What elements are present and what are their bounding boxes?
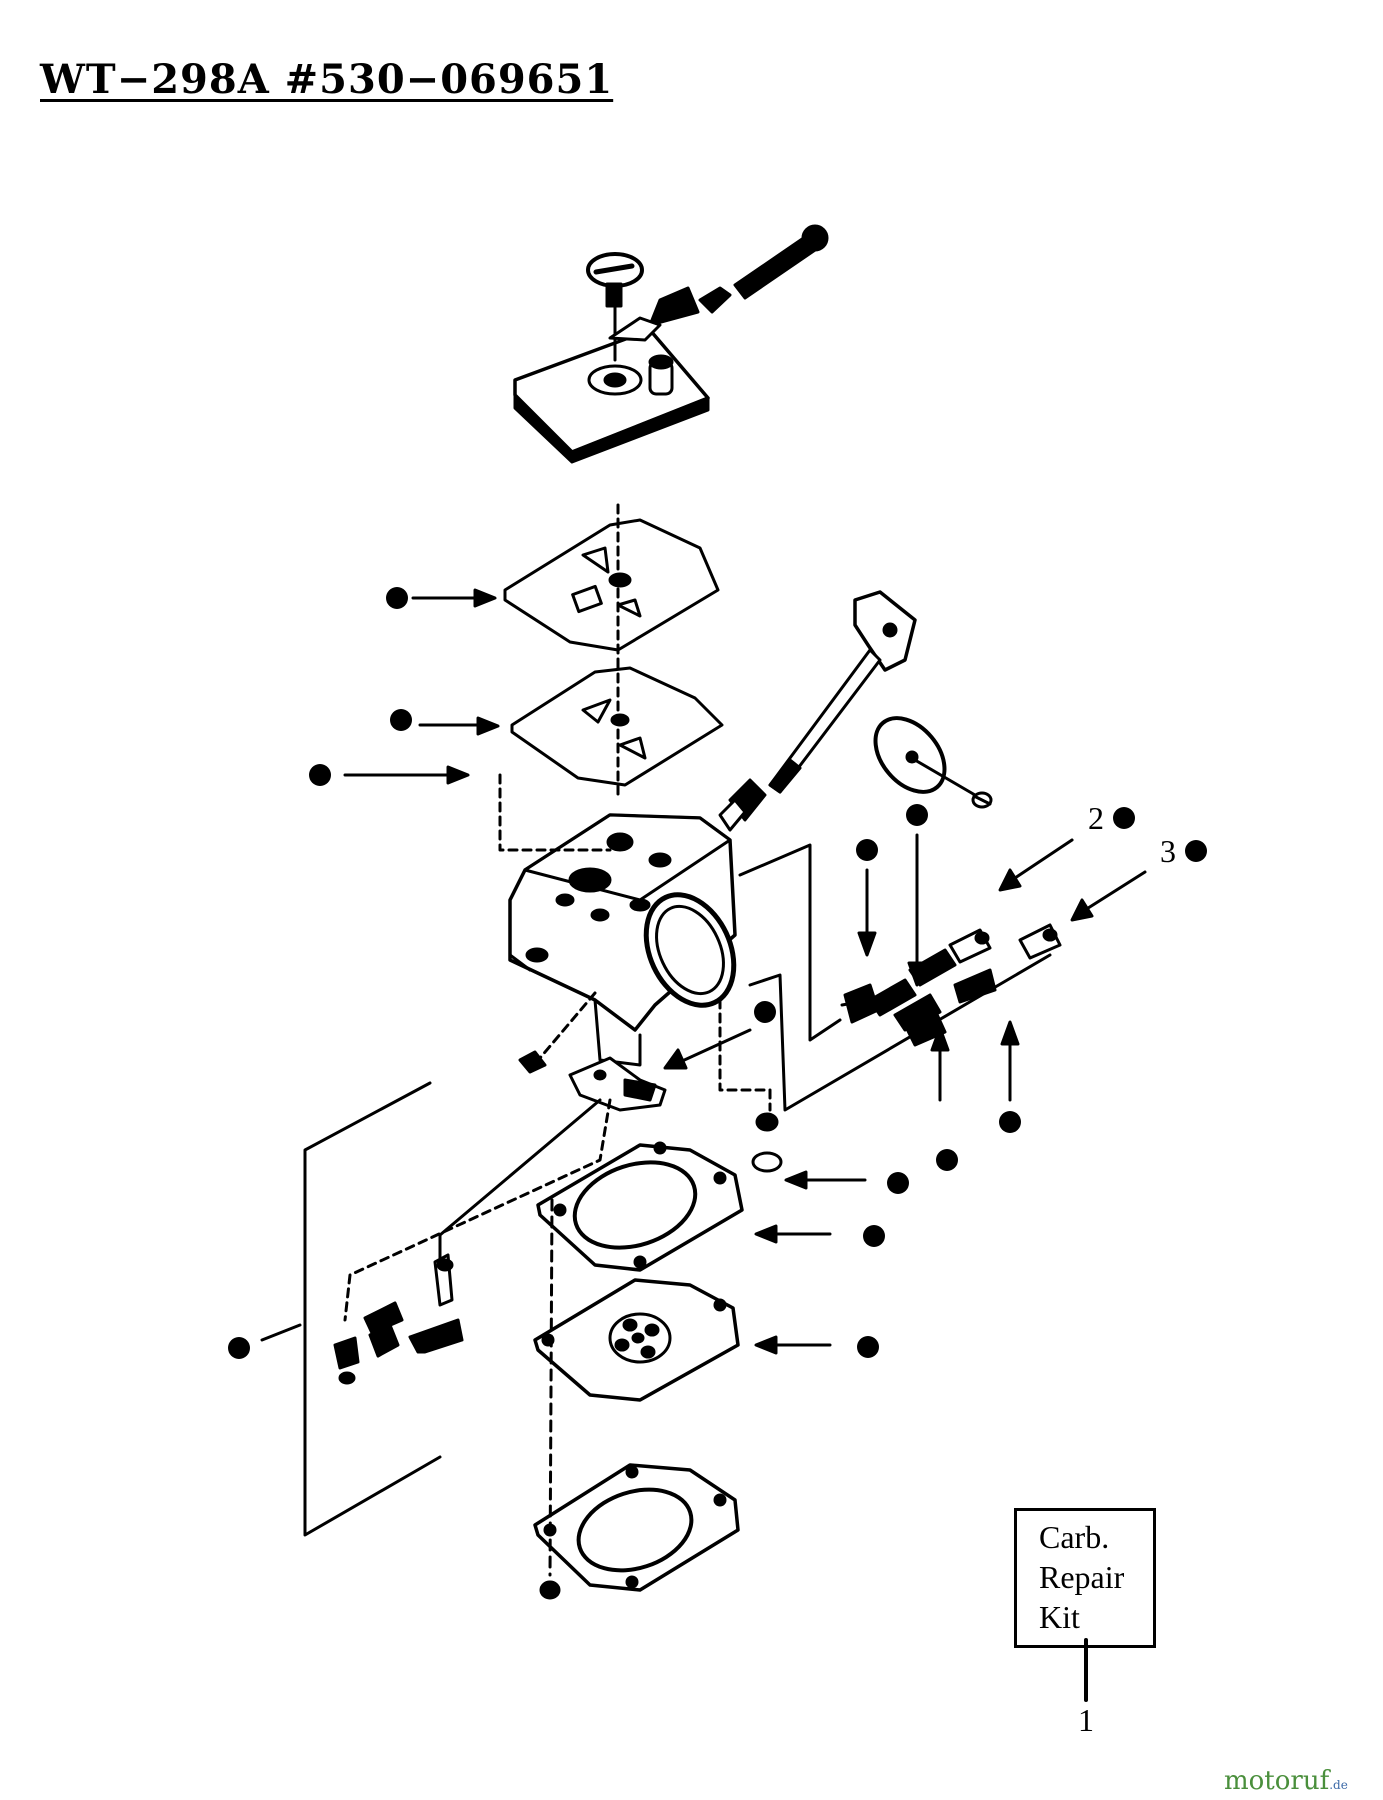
kit-marker-dots	[228, 587, 1207, 1359]
watermark-brand: motoruf	[1224, 1766, 1330, 1796]
dashed-leader-1	[498, 773, 612, 852]
metering-diaphragm-part	[533, 1278, 740, 1402]
kit-label-line-1: Carb.	[1039, 1519, 1110, 1555]
metering-gasket-part	[536, 1141, 744, 1272]
adjust-needle-part	[608, 224, 829, 342]
page-title: WT−298A #530−069651	[40, 56, 614, 103]
kit-label-line-2: Repair	[1039, 1559, 1125, 1595]
small-gasket-part	[568, 1056, 667, 1112]
callout-label-3: 3	[1160, 833, 1176, 869]
pump-parts	[333, 1253, 464, 1385]
throttle-plate-part	[873, 716, 993, 809]
bottom-screw-part	[539, 1198, 561, 1600]
screw-part-small	[518, 991, 597, 1074]
watermark-tld: .de	[1329, 1778, 1348, 1792]
bottom-cover-part	[533, 1463, 740, 1592]
top-cover-part	[513, 298, 710, 464]
left-bracket-lines	[303, 1081, 612, 1537]
gasket-part-1	[503, 503, 720, 662]
bracket-lines	[718, 843, 1052, 1112]
kit-ref-number: 1	[1078, 1702, 1094, 1738]
watermark-logo: motoruf.de	[1224, 1766, 1348, 1796]
callout-label-2: 2	[1088, 800, 1104, 836]
carb-repair-kit-box: Carb. Repair Kit	[1014, 1508, 1156, 1648]
kit-label-line-3: Kit	[1039, 1599, 1080, 1635]
gasket-part-2	[510, 658, 724, 802]
metering-screw-part	[586, 252, 644, 308]
inlet-needle-part	[751, 1112, 783, 1173]
carburetor-body-part	[508, 813, 737, 1067]
kit-marker-arrows	[260, 588, 1147, 1702]
throttle-shaft-part	[718, 590, 917, 832]
